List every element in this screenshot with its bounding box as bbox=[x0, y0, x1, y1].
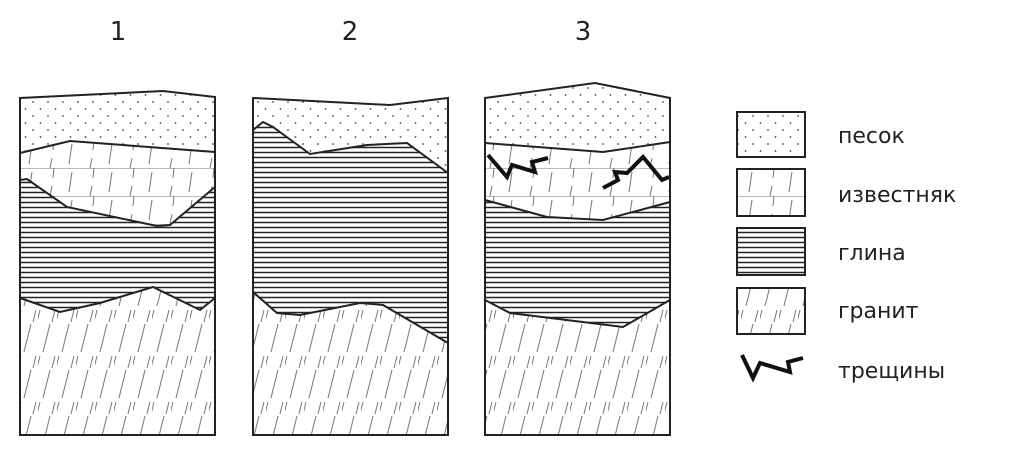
granite-layer bbox=[485, 300, 670, 435]
granite-layer bbox=[253, 292, 448, 435]
sand-layer bbox=[20, 91, 215, 153]
column-1-section bbox=[19, 89, 216, 436]
legend-label-granite: гранит bbox=[838, 299, 919, 324]
legend-crack-icon bbox=[740, 354, 804, 383]
legend-swatch-granite bbox=[736, 287, 806, 335]
clay-layer bbox=[485, 200, 670, 327]
column-3-number: 3 bbox=[575, 17, 592, 47]
legend: песок известняк глина гранит трещины bbox=[736, 111, 956, 384]
sand-layer bbox=[485, 83, 670, 152]
clay-layer bbox=[20, 179, 215, 312]
sand-layer bbox=[253, 98, 448, 173]
clay-layer bbox=[253, 122, 448, 343]
legend-label-sand: песок bbox=[838, 124, 905, 149]
legend-swatch-limestone bbox=[736, 168, 806, 217]
granite-layer bbox=[20, 287, 215, 435]
crack-icon bbox=[486, 153, 549, 181]
legend-label-clay: глина bbox=[838, 241, 906, 266]
column-1-number: 1 bbox=[110, 17, 127, 47]
legend-swatch-sand bbox=[736, 111, 806, 158]
legend-label-cracks: трещины bbox=[838, 359, 945, 384]
column-2-section bbox=[252, 96, 449, 436]
limestone-layer bbox=[20, 141, 215, 226]
legend-label-limestone: известняк bbox=[838, 183, 956, 208]
legend-swatch-clay bbox=[736, 227, 806, 276]
column-3-section bbox=[484, 81, 671, 436]
column-2-number: 2 bbox=[342, 17, 359, 47]
crack-icon bbox=[602, 154, 670, 190]
